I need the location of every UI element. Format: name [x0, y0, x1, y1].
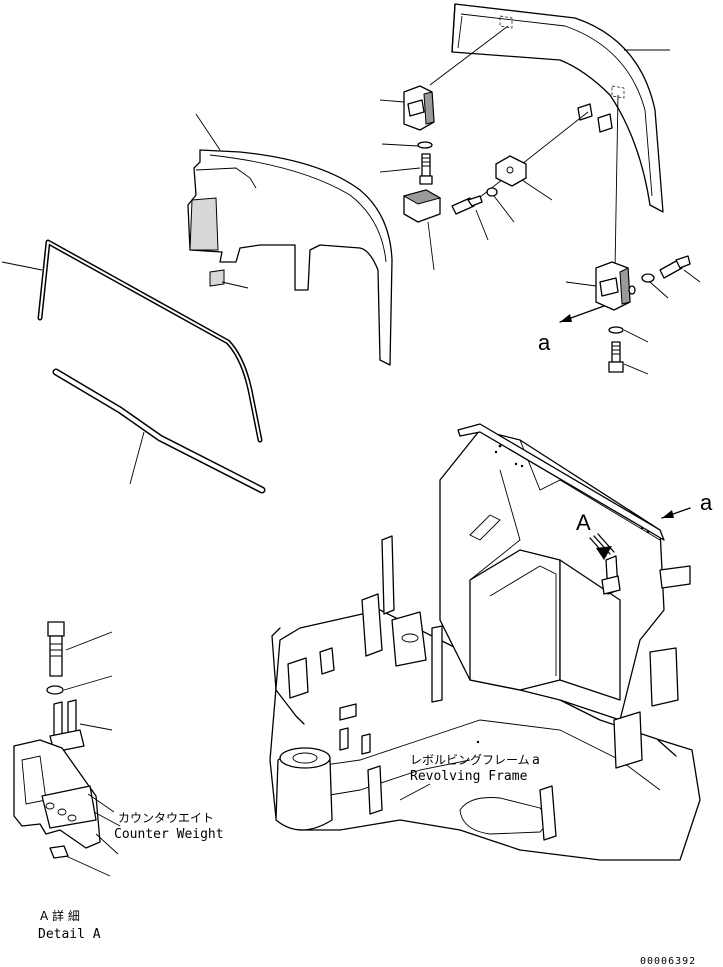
bolt-1 — [419, 153, 433, 185]
leader-nut-plate — [521, 179, 553, 201]
counterweight-label-jp: カウンタウエイト — [118, 811, 214, 825]
leader-counterweight-3 — [95, 833, 119, 855]
leader-side-panel — [195, 113, 221, 151]
lower-hinge — [595, 261, 631, 311]
leader-bolt-2 — [475, 209, 489, 241]
washer-4 — [641, 273, 655, 283]
arrow-head-a-frame — [662, 510, 674, 518]
leader-washer-2 — [493, 195, 515, 223]
detail-a-bracket — [49, 699, 85, 753]
frame-label-suffix: a — [532, 753, 540, 768]
upper-hinge — [403, 85, 435, 131]
revolving-frame — [269, 423, 701, 861]
drawing-number: 00006392 — [640, 956, 696, 967]
detail-a-washer — [46, 685, 64, 695]
washer-3 — [628, 285, 636, 295]
leader-washer-5 — [623, 329, 649, 343]
leader-counterweight-2 — [93, 811, 121, 827]
leader-detail-bolt — [65, 631, 113, 651]
view-label-a-top: a — [538, 330, 551, 355]
window-frame — [37, 239, 263, 443]
leader-stopper — [427, 221, 435, 271]
bolt-2 — [451, 195, 483, 215]
detail-title-en: Detail A — [38, 927, 101, 942]
detail-a-counterweight — [13, 739, 101, 859]
frame-label-en: Revolving Frame — [410, 769, 528, 784]
leader-detail-bracket — [79, 723, 113, 731]
washer-5 — [608, 326, 624, 334]
nut-plate — [495, 155, 527, 187]
view-arrow-A — [589, 533, 615, 560]
leader-window-frame — [1, 261, 43, 271]
leader-bolt-3 — [683, 269, 701, 283]
leader-detail-washer — [63, 675, 113, 691]
bolt-3 — [659, 255, 691, 279]
frame-label-jp: レボルビングフレーム — [410, 753, 530, 767]
mount-line-2 — [614, 94, 619, 271]
leader-clip — [221, 281, 249, 289]
mount-line-1 — [429, 25, 509, 86]
washer-1 — [417, 141, 433, 149]
leader-seal-strip — [129, 431, 145, 485]
view-label-a-frame: a — [700, 490, 713, 515]
detail-a-bolt — [47, 621, 65, 677]
leader-washer-4 — [649, 281, 669, 299]
side-panel — [187, 149, 393, 366]
leader-upper-hinge — [379, 99, 405, 103]
leader-frame — [399, 783, 431, 801]
view-label-A: A — [576, 510, 591, 535]
counterweight-label-en: Counter Weight — [114, 827, 224, 842]
arrow-head-a-top — [560, 314, 572, 322]
rubber-stopper — [402, 189, 442, 223]
engine-hood — [451, 3, 664, 213]
leader-bolt-1 — [379, 167, 421, 173]
leader-lower-hinge — [565, 281, 597, 287]
washer-2 — [486, 187, 498, 197]
seal-strip — [52, 368, 266, 494]
detail-title-jp: A 詳 細 — [40, 908, 80, 923]
leader-detail-nut — [65, 855, 111, 877]
leader-bolt-4 — [623, 363, 649, 375]
leader-counterweight-1 — [87, 793, 115, 813]
bolt-4 — [608, 341, 624, 373]
leader-washer-1 — [381, 143, 419, 147]
